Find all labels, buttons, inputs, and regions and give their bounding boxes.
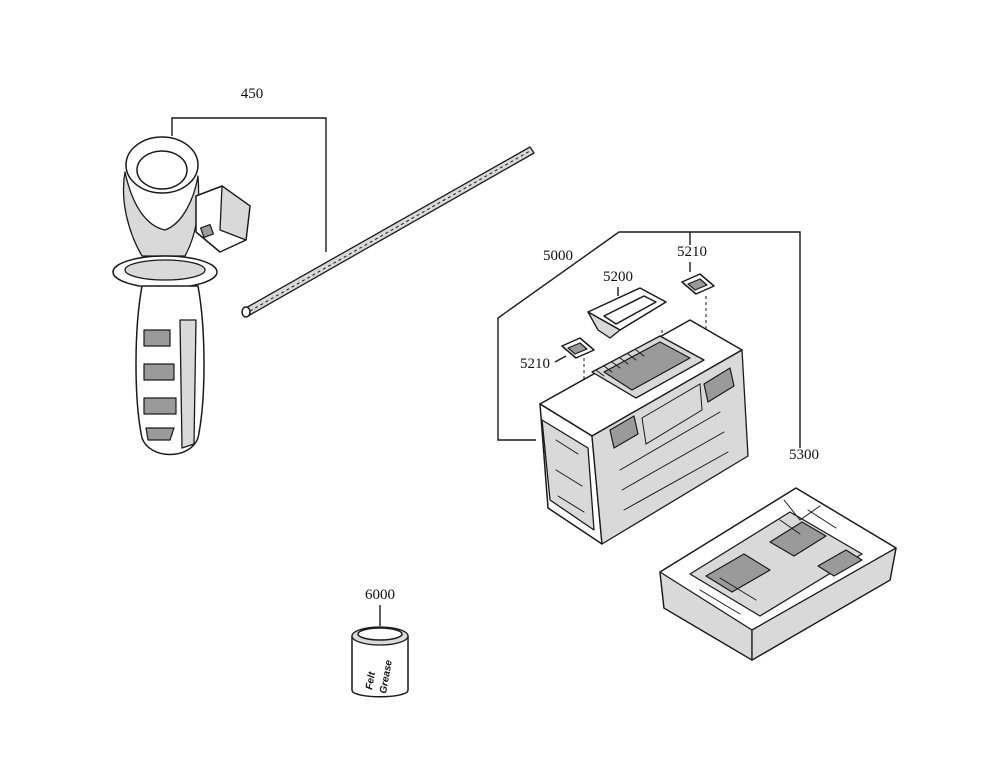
- callout-5000: 5000: [543, 248, 573, 264]
- grease-can-label-felt: Felt: [364, 670, 378, 690]
- latch-5210-left: [561, 337, 595, 359]
- part-5000-group: 5000 5200 5210 5210 5300: [497, 231, 897, 661]
- callout-6000: 6000: [365, 587, 395, 603]
- side-handle: [112, 136, 251, 456]
- callout-450: 450: [241, 86, 264, 102]
- leader-5210-left: [554, 355, 567, 363]
- depth-stop-rod: [241, 146, 535, 318]
- callout-5200: 5200: [603, 269, 633, 285]
- callout-5300: 5300: [789, 447, 819, 463]
- case-handle-5200: [587, 287, 667, 339]
- carrying-case: [539, 319, 749, 545]
- leader-450: [171, 117, 327, 252]
- leader-5000-5300: [497, 231, 801, 448]
- callout-5210-right: 5210: [677, 244, 707, 260]
- grease-can: Felt Grease: [351, 626, 409, 698]
- part-6000-group: 6000 Felt Grease: [351, 587, 409, 698]
- callout-5210-left: 5210: [520, 356, 550, 372]
- case-insert-5300: [659, 487, 897, 661]
- part-450-group: 450: [112, 86, 535, 456]
- latch-5210-right: [681, 273, 715, 295]
